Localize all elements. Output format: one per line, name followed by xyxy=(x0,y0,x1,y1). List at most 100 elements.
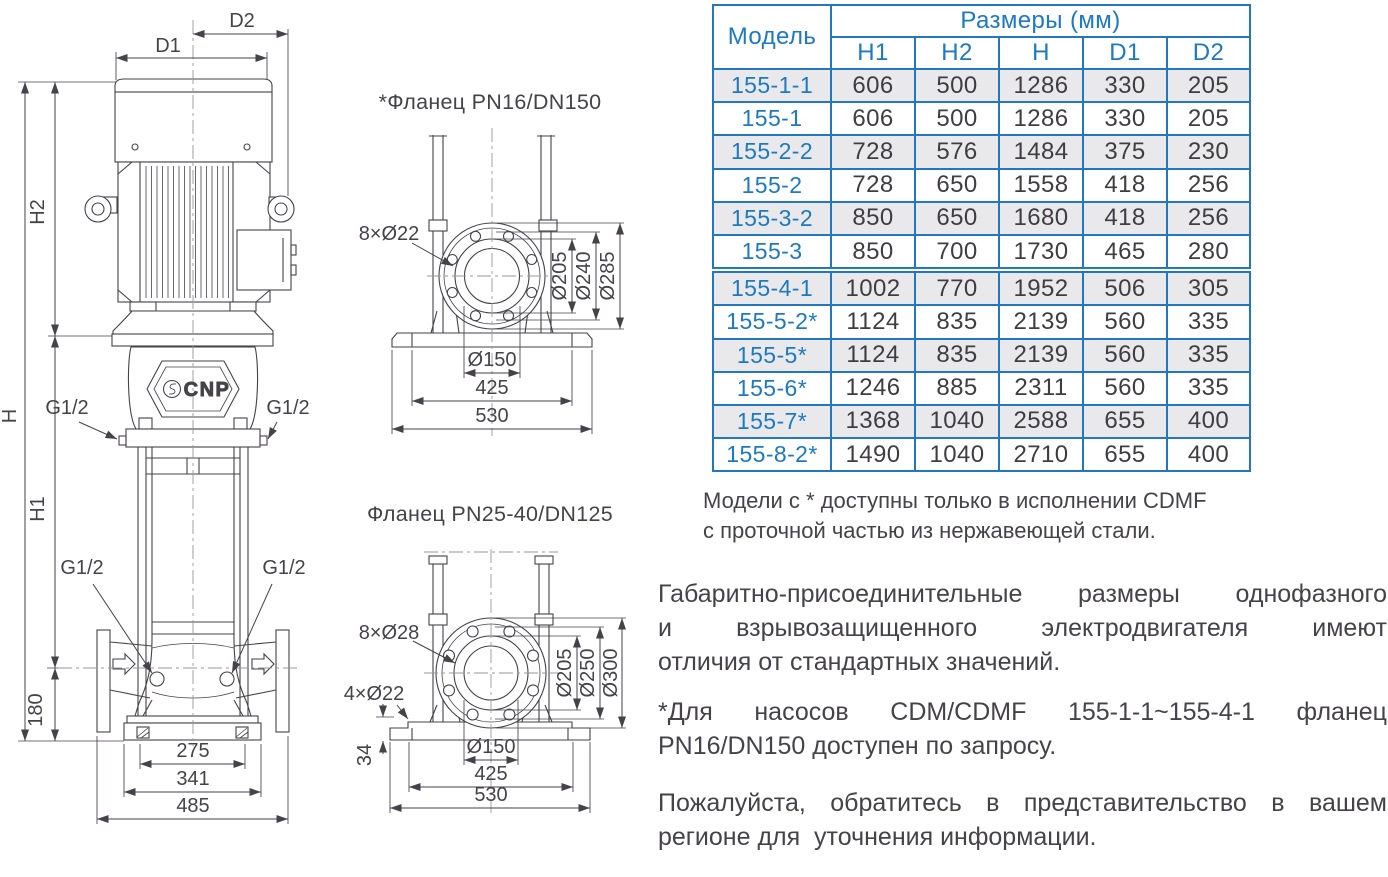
table-cell: 835 xyxy=(914,337,1000,373)
paragraph-motor-dimensions: Габаритно-присоединительные размеры одно… xyxy=(658,577,1387,679)
cnp-logo-text: CNP xyxy=(184,379,231,401)
dim-label-face: Ø205 xyxy=(554,649,576,698)
model-cell: 155-2-2 xyxy=(712,134,832,170)
table-cell: 1286 xyxy=(998,67,1084,104)
paragraph-line: регионе для уточнения информации. xyxy=(658,823,1097,851)
model-cell: 155-7* xyxy=(712,403,832,440)
table-cell: 330 xyxy=(1082,67,1168,104)
table-cell: 1286 xyxy=(998,101,1084,137)
dim-label-h2: H2 xyxy=(27,199,49,225)
port-label-g12: G1/2 xyxy=(45,397,88,419)
cnp-logo-icon xyxy=(162,379,182,399)
pump-body-lines xyxy=(84,78,297,741)
table-cell: 560 xyxy=(1082,370,1168,406)
paragraph-line: и взрывозащищенного электродвигателя име… xyxy=(658,614,1387,642)
table-cell: 400 xyxy=(1165,403,1252,440)
table-cell: 256 xyxy=(1165,200,1252,236)
table-cell: 465 xyxy=(1082,233,1168,272)
table-cell: 1484 xyxy=(998,134,1084,170)
pump-dimensions: D2 D1 H H2 H1 180 275 341 485 G1/2 G1/2 … xyxy=(0,10,310,824)
model-cell: 155-5-2* xyxy=(712,304,832,340)
column-header-sizes: Размеры (мм) xyxy=(829,4,1252,38)
table-cell: 205 xyxy=(1165,101,1252,137)
dim-label-341: 341 xyxy=(176,768,209,790)
column-header-d2: D2 xyxy=(1165,36,1252,70)
table-cell: 2139 xyxy=(998,304,1084,340)
table-cell: 1124 xyxy=(830,337,916,373)
table-cell: 1040 xyxy=(914,437,1000,473)
dim-label-bolt-circle: Ø250 xyxy=(577,649,599,698)
table-footnote-line: с проточной частью из нержавеющей стали. xyxy=(703,518,1156,543)
model-cell: 155-1-1 xyxy=(712,67,832,104)
dim-label-425: 425 xyxy=(475,377,508,399)
table-cell: 650 xyxy=(914,167,1000,203)
table-cell: 335 xyxy=(1165,304,1252,340)
table-cell: 418 xyxy=(1082,167,1168,203)
model-cell: 155-8-2* xyxy=(712,437,832,473)
table-cell: 500 xyxy=(914,101,1000,137)
table-cell: 1040 xyxy=(914,403,1000,440)
column-header-h2: H2 xyxy=(914,36,1000,70)
dim-label-34: 34 xyxy=(354,744,376,766)
table-cell: 230 xyxy=(1165,134,1252,170)
table-footnote-line: Модели с * доступны только в исполнении … xyxy=(703,488,1207,513)
paragraph-contact-representative: Пожалуйста, обратитесь в представительст… xyxy=(658,786,1387,854)
column-header-h1: H1 xyxy=(830,36,916,70)
table-cell: 1680 xyxy=(998,200,1084,236)
table-cell: 1124 xyxy=(830,304,916,340)
table-cell: 335 xyxy=(1165,370,1252,406)
table-cell: 205 xyxy=(1165,67,1252,104)
dim-label-275: 275 xyxy=(176,740,209,762)
table-cell: 560 xyxy=(1082,304,1168,340)
table-cell: 655 xyxy=(1082,403,1168,440)
table-cell: 850 xyxy=(830,233,916,272)
flange-pn16-drawing: 8×Ø22 Ø205 Ø240 Ø285 Ø150 425 530 xyxy=(359,128,624,436)
flange-pn16-dimensions: 8×Ø22 Ø205 Ø240 Ø285 Ø150 425 530 xyxy=(359,222,624,434)
table-cell: 375 xyxy=(1082,134,1168,170)
dim-label-face: Ø205 xyxy=(549,252,571,301)
table-cell: 400 xyxy=(1165,437,1252,473)
table-cell: 1952 xyxy=(998,267,1084,307)
table-cell: 606 xyxy=(830,101,916,137)
dim-label-bolt-holes: 8×Ø28 xyxy=(359,622,420,644)
table-cell: 2311 xyxy=(998,370,1084,406)
paragraph-line: *Для насосов CDM/CDMF 155-1-1~155-4-1 фл… xyxy=(658,698,1387,726)
flange-pn16-title: *Фланец PN16/DN150 xyxy=(378,90,602,114)
table-cell: 1002 xyxy=(830,267,916,307)
dim-label-h1: H1 xyxy=(27,496,49,522)
table-cell: 650 xyxy=(914,200,1000,236)
table-cell: 256 xyxy=(1165,167,1252,203)
paragraph-line: Пожалуйста, обратитесь в представительст… xyxy=(658,789,1387,817)
table-cell: 500 xyxy=(914,67,1000,104)
table-cell: 728 xyxy=(830,134,916,170)
paragraph-line: PN16/DN150 доступен по запросу. xyxy=(658,732,1057,760)
column-header-d1: D1 xyxy=(1082,36,1168,70)
table-footnote: Модели с * доступны только в исполнении … xyxy=(703,486,1207,546)
table-cell: 1558 xyxy=(998,167,1084,203)
dim-label-bolt-holes: 8×Ø22 xyxy=(359,223,420,245)
table-cell: 835 xyxy=(914,304,1000,340)
table-cell: 1490 xyxy=(830,437,916,473)
dim-label-outer: Ø285 xyxy=(597,252,619,301)
flow-arrow-icon xyxy=(112,652,136,676)
model-cell: 155-3-2 xyxy=(712,200,832,236)
table-cell: 2588 xyxy=(998,403,1084,440)
port-label-g12: G1/2 xyxy=(266,397,309,419)
table-cell: 606 xyxy=(830,67,916,104)
paragraph-line: отличия от стандартных значений. xyxy=(658,648,1061,676)
table-cell: 885 xyxy=(914,370,1000,406)
flange-pn25-title: Фланец PN25-40/DN125 xyxy=(366,502,613,526)
port-label-g12: G1/2 xyxy=(262,557,305,579)
table-cell: 280 xyxy=(1165,233,1252,272)
table-cell: 305 xyxy=(1165,267,1252,307)
table-cell: 560 xyxy=(1082,337,1168,373)
